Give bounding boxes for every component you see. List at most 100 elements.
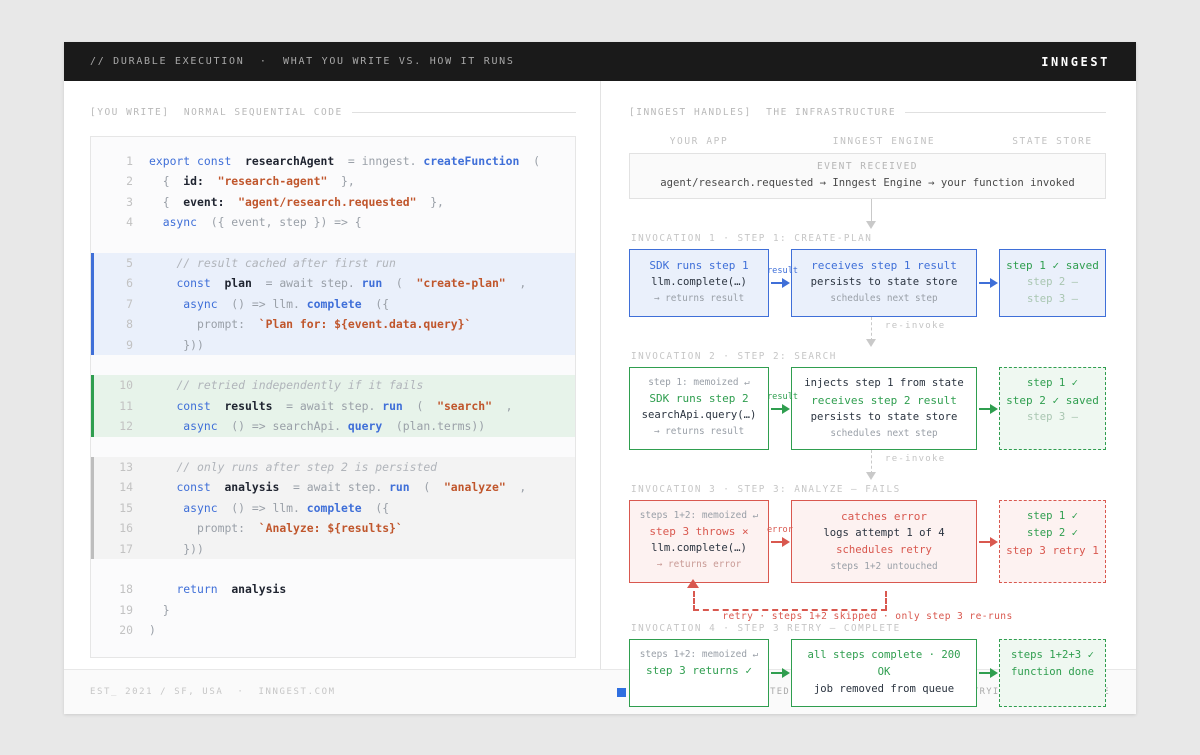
retry-loop-arrowhead [687, 579, 699, 588]
box-line: job removed from queue [813, 683, 955, 695]
box-line: step 3 — [1026, 293, 1079, 305]
connector-engine-to-state [977, 249, 999, 317]
box-line: → returns result [653, 293, 745, 304]
code-line-number: 16 [119, 521, 133, 536]
inngest-engine-box: injects step 1 from state receives step 2… [791, 367, 977, 450]
connector-line [979, 540, 992, 543]
box-line: step 3 returns ✓ [646, 664, 752, 677]
code-line: 16 prompt: `Analyze: ${results}` [94, 518, 575, 538]
reinvoke-label: re-invoke [885, 454, 946, 464]
retry-loop: retry · steps 1+2 skipped · only step 3 … [629, 579, 1106, 623]
connector-label: result [767, 266, 799, 276]
box-line: injects step 1 from state [804, 377, 964, 389]
code-line-number [107, 437, 133, 457]
code-line: 6 const plan = await step. run ( "create… [94, 273, 575, 293]
code-line-text: // result cached after first run [176, 256, 396, 271]
box-line: llm.complete(…) [651, 276, 747, 288]
left-section-tag: [YOU WRITE] NORMAL SEQUENTIAL CODE [90, 107, 343, 118]
inngest-engine-box-text: all steps complete · 200 OK job removed f… [798, 647, 970, 698]
brand-logo: INNGEST [1041, 54, 1110, 69]
code-line-blank [91, 355, 575, 375]
code-line-number: 2 [126, 174, 133, 189]
code-line: 9 })) [94, 335, 575, 355]
connector-app-to-engine: result [767, 367, 798, 450]
code-line-number: 11 [119, 398, 133, 413]
box-line: steps 1+2 untouched [830, 561, 938, 572]
code-line: 14 const analysis = await step. run ( "a… [94, 477, 575, 497]
box-line: all steps complete · 200 OK [807, 649, 961, 678]
code-line-blank [91, 559, 575, 579]
code-line-text: { id: "research-agent" }, [149, 174, 355, 189]
code-line: 7 async () => llm. complete ({ [94, 294, 575, 314]
box-line: schedules retry [836, 544, 932, 556]
code-line-number: 10 [119, 378, 133, 393]
code-line-number: 18 [119, 582, 133, 597]
box-line: persists to state store [810, 276, 958, 288]
box-line: receives step 1 result [811, 259, 957, 272]
connector-line [771, 407, 784, 410]
code-line: 19 } [91, 600, 575, 620]
code-line: 13 // only runs after step 2 is persiste… [94, 457, 575, 477]
your-app-box-text: steps 1+2: memoized ↵ step 3 returns ✓ [636, 647, 762, 679]
reinvoke-arrow [629, 199, 1106, 233]
code-line-text: } [149, 602, 170, 617]
code-line: 20) [91, 620, 575, 640]
top-bar-title: // DURABLE EXECUTION · WHAT YOU WRITE VS… [90, 56, 515, 67]
code-line: 10 // retried independently if it fails [94, 375, 575, 395]
connector-app-to-engine: result [767, 249, 798, 317]
box-line: step 3 throws × [649, 525, 749, 538]
your-app-box: steps 1+2: memoized ↵step 3 throws ×llm.… [629, 500, 769, 583]
code-line-number: 6 [126, 276, 133, 291]
connector-arrowhead [990, 403, 998, 414]
code-line-text: export const researchAgent = inngest. cr… [149, 154, 540, 168]
reinvoke-arrowhead [866, 221, 876, 229]
right-section-rule [905, 112, 1106, 113]
code-line-text: async ({ event, step }) => { [162, 215, 362, 230]
column-headers: YOUR APP INNGEST ENGINE STATE STORE [629, 136, 1106, 147]
code-line: 8 prompt: `Plan for: ${event.data.query}… [94, 314, 575, 334]
reinvoke-arrow: re-invoke [629, 450, 1106, 484]
right-section-header: [INNGEST HANDLES] THE INFRASTRUCTURE [629, 107, 1106, 118]
connector-line [979, 407, 992, 410]
code-line-number: 17 [119, 541, 133, 556]
box-line: SDK runs step 2 [649, 392, 749, 405]
box-line: receives step 2 result [811, 394, 957, 407]
box-line: schedules next step [830, 293, 938, 304]
code-line: 4 async ({ event, step }) => { [91, 212, 575, 232]
box-line: persists to state store [810, 411, 958, 423]
box-line: step 1: memoized ↵ [648, 377, 750, 388]
connector-arrowhead [990, 668, 998, 678]
inngest-engine-box-text: injects step 1 from state receives step 2… [798, 375, 970, 441]
connector-engine-to-state [977, 367, 999, 450]
box-line: schedules next step [830, 428, 938, 439]
column-header-your-app: YOUR APP [669, 136, 729, 147]
connector-engine-to-state [977, 639, 999, 707]
column-header-state-store: STATE STORE [1012, 136, 1093, 147]
box-line: → returns result [653, 426, 745, 437]
connector-line [979, 282, 992, 284]
box-line: steps 1+2: memoized ↵ [639, 649, 759, 660]
code-line-number: 3 [126, 194, 133, 209]
code-line-text: const results = await step. run ( "searc… [176, 398, 513, 413]
column-header-inngest-engine: INNGEST ENGINE [832, 136, 936, 147]
left-section-rule [351, 112, 576, 113]
reinvoke-line [871, 450, 872, 474]
event-received-box: EVENT RECEIVED agent/research.requested … [629, 153, 1106, 199]
connector-arrowhead [782, 403, 790, 414]
connector-arrowhead [990, 536, 998, 547]
box-line: steps 1+2+3 ✓ [1011, 649, 1094, 661]
reinvoke-arrowhead [866, 339, 876, 347]
invocation-label: INVOCATION 2 · STEP 2: SEARCH [631, 351, 837, 362]
box-line: steps 1+2: memoized ↵ [639, 510, 759, 521]
connector-arrowhead [782, 536, 790, 547]
code-line-number [107, 233, 133, 253]
footer-meta: EST_ 2021 / SF, USA · INNGEST.COM [90, 687, 336, 697]
poster-card: // DURABLE EXECUTION · WHAT YOU WRITE VS… [64, 42, 1136, 714]
connector-line [771, 282, 784, 284]
